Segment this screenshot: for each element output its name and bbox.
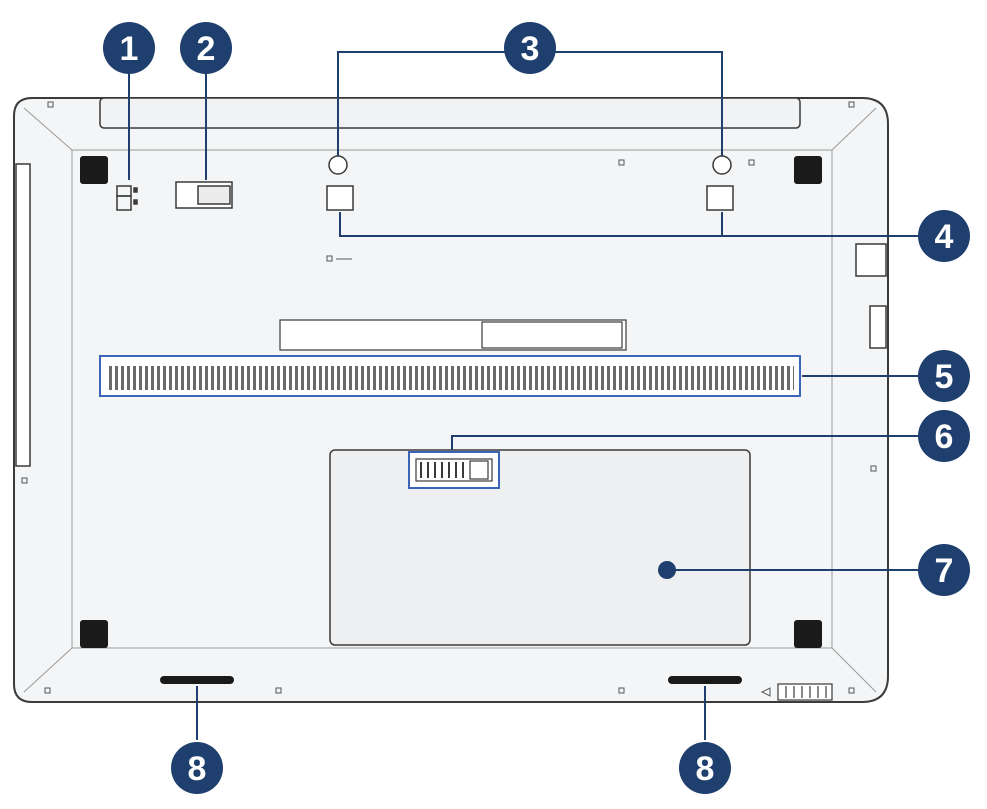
- hinge-bar: [99, 97, 801, 129]
- callout-7: 7: [918, 544, 970, 596]
- callout-6-label: 6: [935, 418, 954, 456]
- callout-5: 5: [918, 350, 970, 402]
- callout-8-right-label: 8: [696, 750, 715, 788]
- rubber-feet: [80, 156, 822, 648]
- callout-8-right: 8: [679, 742, 731, 794]
- callout-8-left: 8: [171, 742, 223, 794]
- battery-latch: [175, 181, 233, 209]
- callout-3: 3: [504, 22, 556, 74]
- compartment-cover: [329, 449, 751, 646]
- callout-3-label: 3: [521, 30, 540, 68]
- callout-4-label: 4: [935, 218, 954, 256]
- compartment-marker-dot: [658, 561, 676, 579]
- spring-lock: [408, 451, 500, 489]
- side-ports: [855, 243, 887, 349]
- callout-2-label: 2: [197, 30, 216, 68]
- label-plate: [279, 319, 627, 351]
- callout-1-label: 1: [120, 30, 139, 68]
- bottom-latch: [777, 683, 833, 701]
- callout-5-label: 5: [935, 358, 954, 396]
- lock-switch-icon: [116, 185, 138, 211]
- callout-8-left-label: 8: [188, 750, 207, 788]
- callout-2: 2: [180, 22, 232, 74]
- callout-6: 6: [918, 410, 970, 462]
- callout-7-label: 7: [935, 552, 954, 590]
- screw-pads: [326, 185, 734, 211]
- side-slot: [15, 163, 31, 467]
- speaker-grilles: [160, 676, 742, 684]
- callout-4: 4: [918, 210, 970, 262]
- air-vent: [99, 355, 801, 397]
- small-screws: [21, 101, 877, 694]
- lock-mark-icon: [760, 687, 771, 697]
- callout-1: 1: [103, 22, 155, 74]
